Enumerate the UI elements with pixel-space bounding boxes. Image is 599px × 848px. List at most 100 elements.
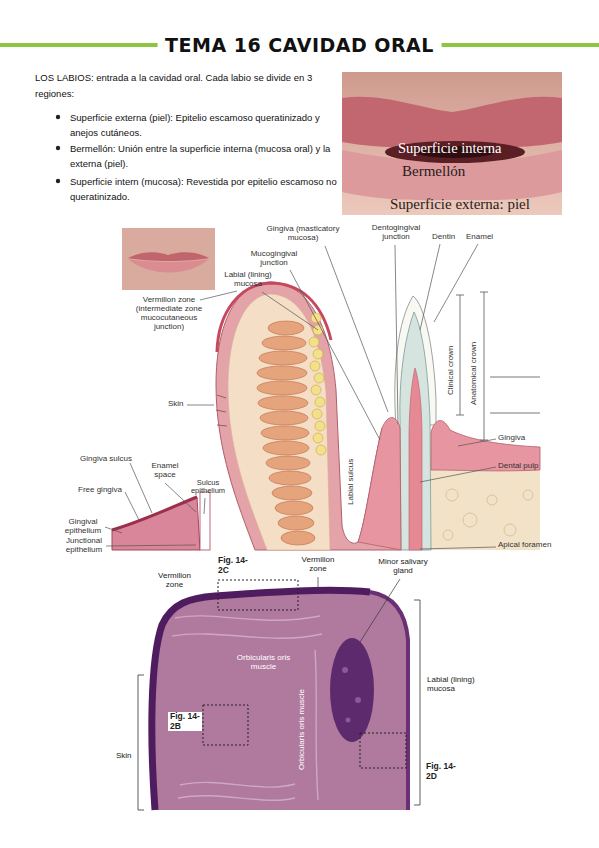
bullet-dot [56,146,60,150]
gingiva [358,418,401,551]
lip-histology [370,592,408,810]
bullet-text: Superficie intern (mucosa): Revestida po… [70,174,338,204]
bullet-text: Superficie externa (piel): Epitelio esca… [70,110,338,140]
lip-histology [152,590,408,810]
leader-line [262,292,318,330]
orbicularis-muscle [259,351,307,365]
lip-section [216,282,401,550]
lip-histology [175,616,320,620]
part-label: Vermilion zone [298,556,338,574]
leader-line [106,545,196,546]
leader-line [325,246,388,412]
tooth [400,312,431,550]
figure-ref: Fig. 14-2C [218,556,250,575]
orbicularis-muscle [262,336,306,350]
leader-line [318,577,319,589]
part-label: Dental pulp [498,462,538,471]
orbicularis-muscle [278,516,314,530]
figure-box [360,733,406,768]
photo-label: Superficie externa: piel [390,196,530,213]
part-label: Labial (lining) mucosa [218,271,278,289]
part-label: Enamel [466,233,493,242]
part-label: Vermilion zone (intermediate zone mucocu… [128,296,210,332]
lip-section [216,282,401,550]
part-label: Orbicularis oris muscle [236,654,291,672]
part-label: Gingiva sulcus [80,455,132,464]
lips-photo [385,141,525,163]
lip-section [228,294,330,550]
orbicularis-muscle [260,411,308,425]
labial-glands [313,349,323,359]
leader-line [187,405,214,406]
part-label: Minor salivary gland [372,558,434,576]
lip-histology [346,718,351,723]
gingival-inset [112,497,200,550]
labial-glands [316,445,326,455]
bullet-text: Bermellón: Unión entre la superficie int… [70,141,338,171]
crown-bracket [456,292,540,440]
alveolar-bone [431,468,540,550]
bullet-dot [56,115,60,119]
part-label: Clinical crown [447,346,456,395]
orbicularis-muscle [275,501,313,515]
orbicularis-muscle [281,531,315,545]
leader-line [434,244,478,322]
part-label: Gingival epithelium [62,518,104,536]
part-label: Skin [116,752,132,761]
labial-glands [315,421,325,431]
figure-box [218,580,298,610]
lip-histology [178,796,295,801]
labial-glands [309,313,326,455]
lip-histology [330,638,374,742]
lip-histology [342,667,361,723]
alveolar-bone [446,489,458,501]
lip-histology [342,667,348,673]
gingiva [431,421,540,471]
crown-bracket [480,292,488,440]
gingival-inset [200,492,210,550]
orbicularis-muscle [272,486,312,500]
alveolar-bone [523,490,533,500]
orbicularis-muscle [257,366,307,380]
part-label: Free gingiva [78,486,122,495]
part-label: Mucogingival junction [245,250,303,268]
leader-line [105,527,122,533]
part-label: Dentin [432,233,455,242]
part-label: Orbicularis oris muscle [298,689,307,770]
labial-glands [314,373,324,383]
leader-line [105,244,496,549]
gingival-inset [112,497,197,530]
lip-histology [180,782,295,787]
alveolar-bone [443,489,533,540]
lips-photo [342,72,562,215]
gingiva [358,418,540,551]
leader-line [125,492,140,522]
intro-text: LOS LABIOS: entrada a la cavidad oral. C… [35,70,335,102]
part-label: Anatomical crown [470,342,479,405]
labial-glands [311,313,321,323]
orbicularis-muscle [257,381,307,395]
part-label: Vermilion zone [152,572,197,590]
lip-histology [172,634,322,638]
leader-line [130,463,152,513]
leader-line [420,467,496,482]
figure-ref: Fig. 14-2D [426,762,458,781]
photo-label: Bermellón [402,163,465,180]
part-label: Labial sulcus [347,459,356,505]
orbicularis-muscle [263,441,309,455]
skin-hairs [216,395,227,426]
leader-line [204,498,205,514]
skin-hairs [217,395,226,398]
leader-line [458,439,496,446]
alveolar-bone [504,524,516,536]
crown-bracket [456,295,464,415]
part-label: Labial (lining) mucosa [427,676,475,694]
labial-glands [315,397,325,407]
bullet-dot [56,179,60,183]
photo-label: Superficie interna [398,140,501,156]
leader-line [395,245,398,424]
part-label: Skin [168,400,184,409]
figure-ref: Fig. 14-2B [168,712,202,731]
region-bracket [138,600,420,810]
small-lips-photo [128,252,209,261]
